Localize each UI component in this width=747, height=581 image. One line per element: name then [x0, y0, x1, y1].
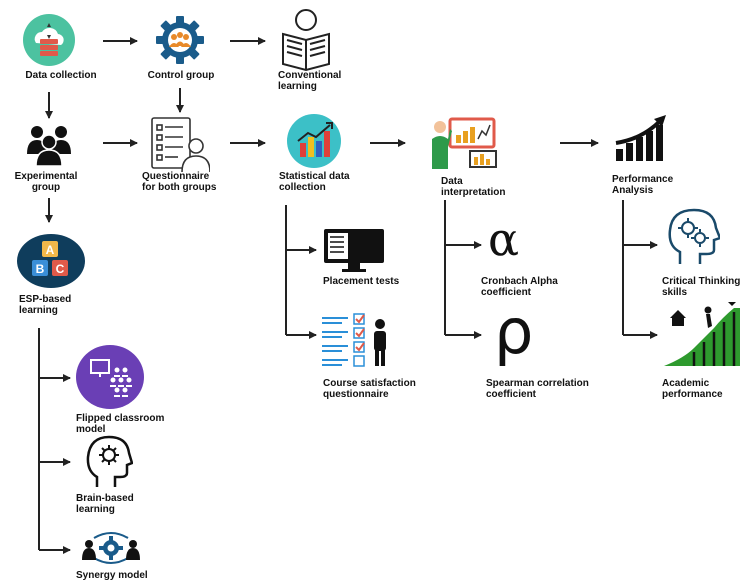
label-spearman: Spearman correlation coefficient	[486, 378, 589, 400]
label-data-collection: Data collection	[25, 70, 97, 81]
label-placement-tests: Placement tests	[323, 276, 400, 287]
success-stairs-icon	[664, 302, 740, 366]
brain-head-icon	[86, 435, 133, 487]
bar-chart-icon	[287, 114, 341, 168]
block-letter-a: A	[46, 243, 55, 257]
alpha-symbol: α	[488, 212, 520, 266]
label-cronbach: Cronbach Alpha coefficient	[481, 276, 558, 298]
growth-chart-icon	[615, 115, 666, 161]
label-conventional-learning: Conventional learning	[278, 70, 342, 92]
label-data-interpretation: Data interpretation	[441, 176, 506, 198]
gear-group-icon	[156, 16, 204, 64]
head-gears-icon	[668, 208, 720, 264]
abc-blocks-icon: A B C	[17, 234, 85, 288]
label-brain-based: Brain-based learning	[76, 493, 134, 515]
flipped-classroom-icon	[76, 345, 144, 409]
label-academic-performance: Academic performance	[662, 378, 723, 400]
block-letter-b: B	[36, 262, 45, 276]
survey-checklist-icon	[322, 313, 386, 367]
alpha-symbol-icon: α	[488, 214, 548, 264]
checklist-person-icon	[151, 117, 210, 172]
label-performance-analysis: Performance Analysis	[612, 174, 674, 196]
rho-symbol-icon: ρ	[494, 300, 554, 370]
label-synergy-model: Synergy model	[76, 570, 148, 581]
label-course-satisfaction: Course satisfaction questionnaire	[323, 378, 416, 400]
synergy-gear-icon	[82, 532, 140, 564]
label-questionnaire: Questionnaire for both groups	[142, 171, 217, 193]
reading-person-icon	[282, 9, 330, 72]
label-experimental-group: Experimental group	[14, 171, 78, 193]
label-flipped-classroom: Flipped classroom model	[76, 413, 165, 435]
monitor-list-icon	[324, 229, 384, 272]
label-critical-thinking: Critical Thinking skills	[662, 276, 741, 298]
presenter-icon	[432, 117, 497, 169]
people-group-icon	[27, 126, 71, 166]
block-letter-c: C	[56, 262, 65, 276]
label-esp-learning: ESP-based learning	[19, 294, 72, 316]
label-control-group: Control group	[147, 70, 215, 81]
cloud-database-icon	[23, 14, 75, 66]
rho-symbol: ρ	[494, 295, 534, 368]
label-statistical-data: Statistical data collection	[279, 171, 350, 193]
